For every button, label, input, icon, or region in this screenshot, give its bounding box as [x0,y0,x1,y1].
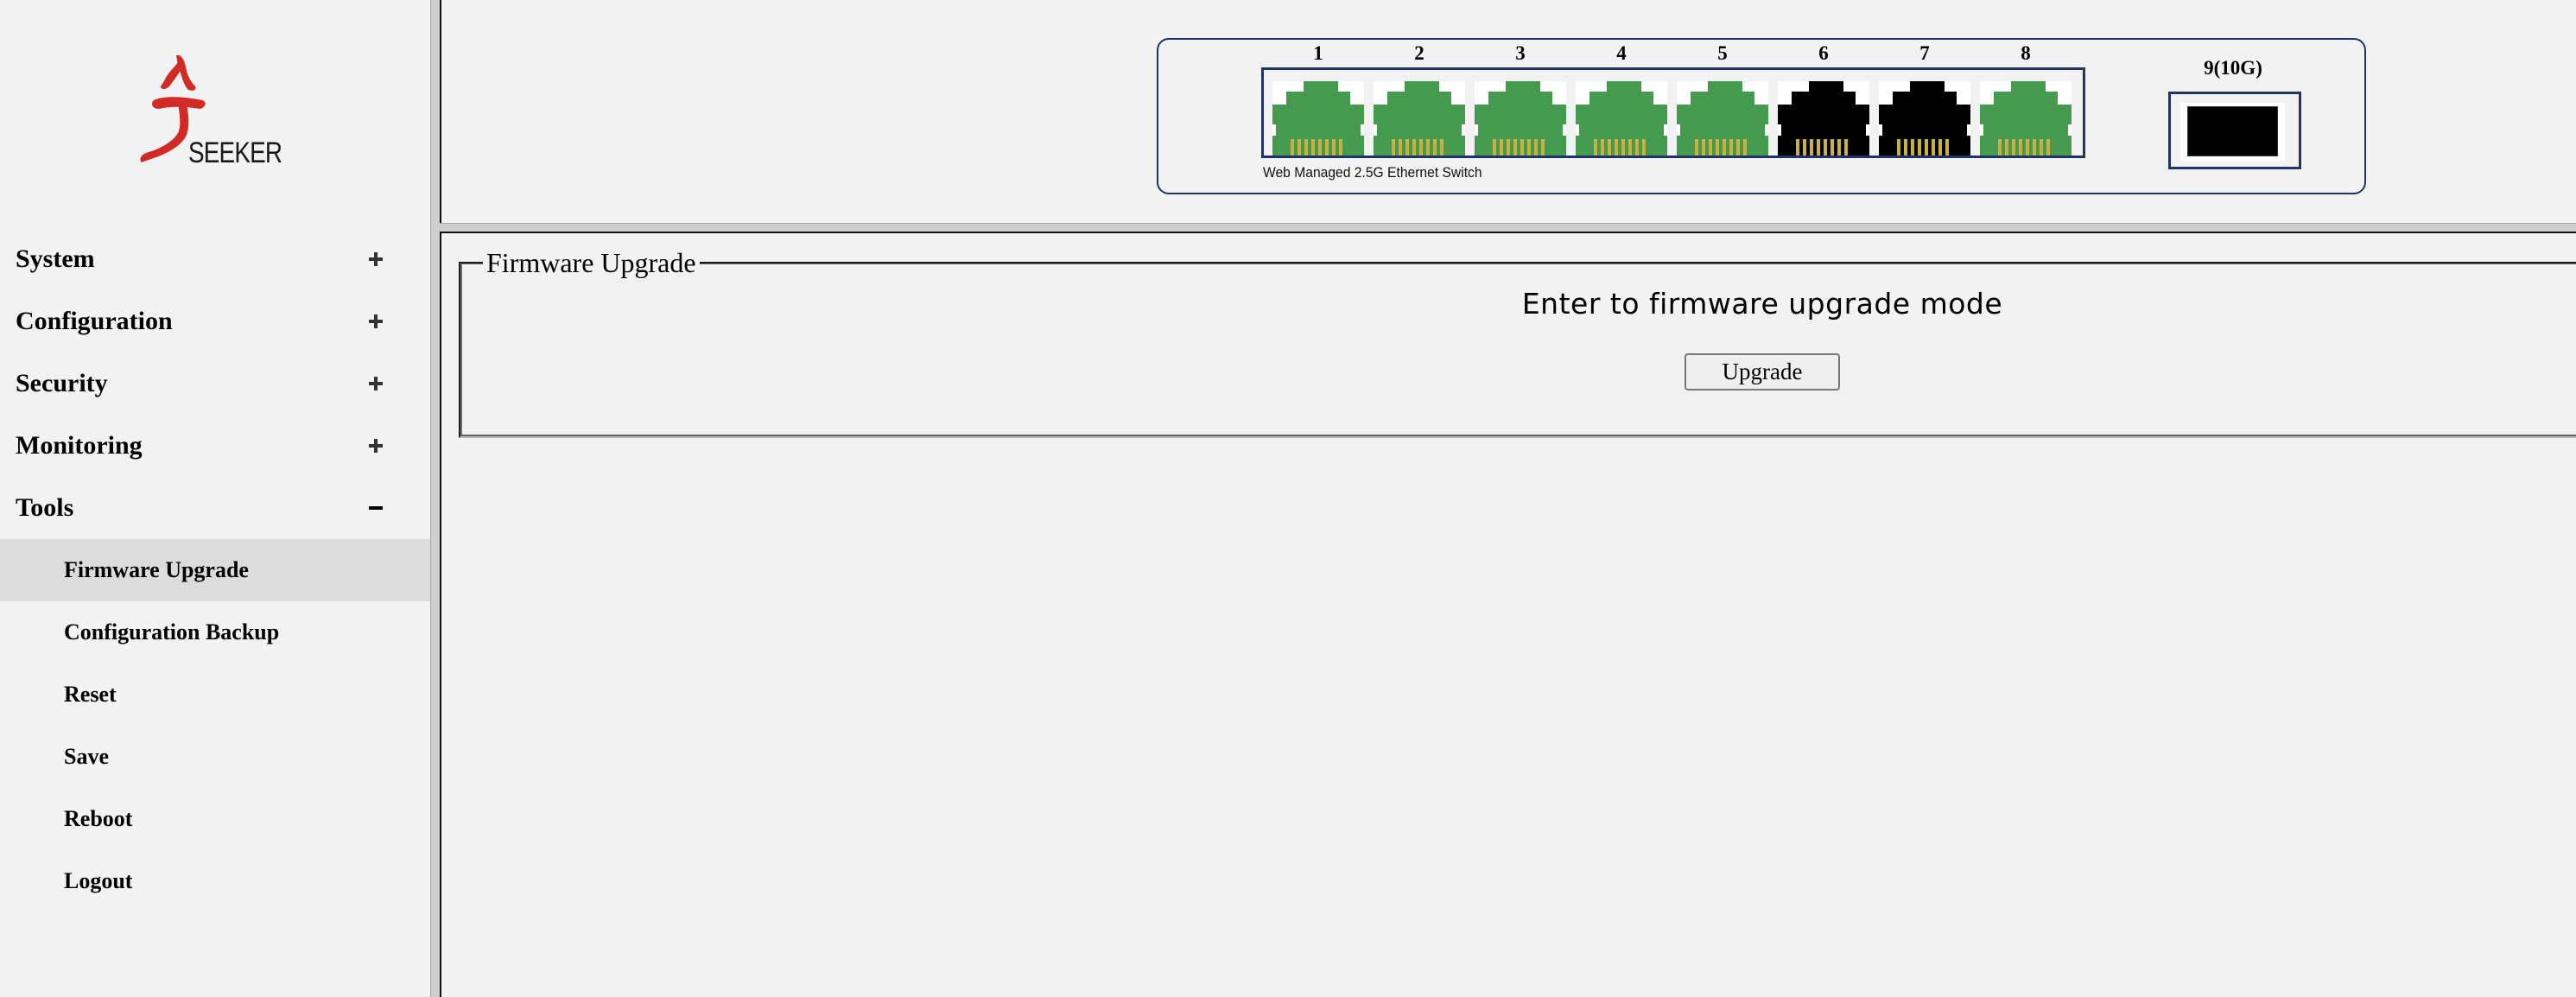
rj45-port-4-icon[interactable] [1576,81,1667,156]
ethernet-port-group [1261,67,2085,158]
sidebar-item-system[interactable]: System [0,228,430,290]
sfp-port-label: 9(10G) [2204,57,2262,79]
rj45-port-6-icon[interactable] [1778,81,1869,156]
plus-icon[interactable] [368,251,384,267]
sidebar-menu: System Configuration Security Monitoring… [0,228,430,912]
firmware-upgrade-fieldset [459,262,2576,438]
upgrade-button[interactable]: Upgrade [1685,353,1840,391]
page-heading: Enter to firmware upgrade mode [1521,287,2003,321]
rj45-port-7-icon[interactable] [1879,81,1970,156]
sidebar-item-firmware-upgrade[interactable]: Firmware Upgrade [0,539,430,601]
sfp-port-group [2168,92,2301,169]
submenu-label: Reboot [64,806,133,831]
rj45-port-8-icon[interactable] [1980,81,2072,156]
vertical-frame-splitter[interactable] [430,0,441,997]
menu-label: Tools [16,493,74,522]
horizontal-frame-splitter[interactable] [440,223,2576,233]
sidebar: SEEKER System Configuration Security Mon… [0,0,430,997]
brand-text: SEEKER [188,137,282,169]
plus-icon[interactable] [368,314,384,329]
port-number: 2 [1414,42,1424,64]
menu-label: Security [16,369,108,397]
sfp-port-9-icon[interactable] [2187,106,2278,156]
submenu-label: Save [64,744,109,769]
port-number: 4 [1616,42,1627,64]
sidebar-item-tools[interactable]: Tools [0,477,430,539]
port-number: 7 [1919,42,1930,64]
submenu-label: Configuration Backup [64,619,280,645]
menu-label: System [16,244,95,273]
sidebar-item-logout[interactable]: Logout [0,850,430,912]
rj45-port-2-icon[interactable] [1374,81,1465,156]
logo-mark-icon [140,54,206,162]
port-number: 3 [1515,42,1526,64]
plus-icon[interactable] [368,438,384,454]
rj45-port-1-icon[interactable] [1272,81,1364,156]
sidebar-item-configuration[interactable]: Configuration [0,290,430,352]
rj45-port-5-icon[interactable] [1677,81,1768,156]
submenu-label: Logout [64,868,133,893]
port-number: 6 [1818,42,1829,64]
sidebar-item-monitoring[interactable]: Monitoring [0,415,430,477]
sidebar-item-reset[interactable]: Reset [0,664,430,726]
sidebar-item-save[interactable]: Save [0,726,430,788]
port-number: 1 [1313,42,1323,64]
menu-label: Monitoring [16,431,143,460]
switch-model-caption: Web Managed 2.5G Ethernet Switch [1263,164,1482,181]
sidebar-item-reboot[interactable]: Reboot [0,788,430,850]
switch-front-panel [1157,38,2366,194]
minus-icon[interactable] [368,500,384,516]
sidebar-item-configuration-backup[interactable]: Configuration Backup [0,601,430,664]
rj45-port-3-icon[interactable] [1475,81,1566,156]
sidebar-item-security[interactable]: Security [0,352,430,415]
port-number: 8 [2021,42,2031,64]
submenu-label: Reset [64,682,117,707]
port-number: 5 [1717,42,1728,64]
menu-label: Configuration [16,307,173,335]
plus-icon[interactable] [368,376,384,391]
submenu-label: Firmware Upgrade [64,557,249,582]
seeker-logo: SEEKER [135,52,292,169]
section-title: Firmware Upgrade [483,245,700,280]
